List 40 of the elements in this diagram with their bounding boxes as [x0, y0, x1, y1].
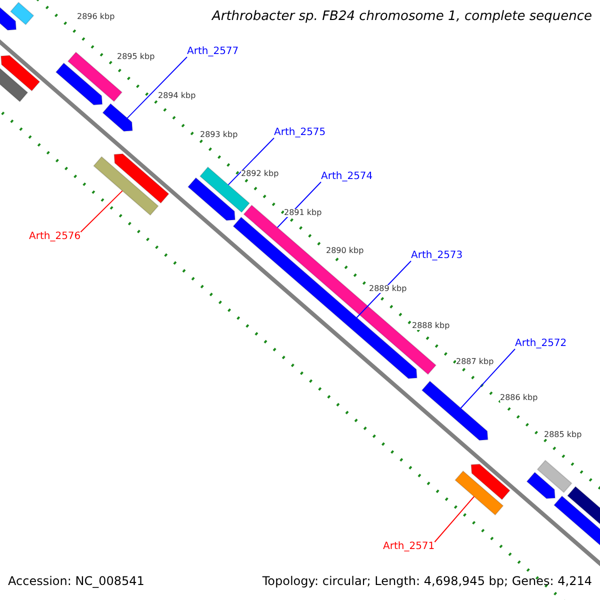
gene-block — [421, 380, 488, 441]
gene-block — [187, 177, 236, 221]
footer-text: Accession: NC_008541 — [8, 575, 144, 587]
scale-label: 2889 kbp — [369, 285, 407, 293]
leader-line — [434, 496, 475, 542]
footer-text: Topology: circular; Length: 4,698,945 bp; Genes: 4,214 — [262, 575, 592, 587]
leader-line — [228, 138, 274, 186]
scale-label: 2892 kbp — [241, 170, 279, 178]
gene-block — [0, 54, 40, 92]
scale-label: 2895 kbp — [117, 53, 155, 61]
gene-label: Arth_2572 — [515, 339, 567, 349]
gene-block — [536, 460, 572, 494]
title: Arthrobacter sp. FB24 chromosome 1, complete sequence — [212, 10, 592, 23]
gene-label: Arth_2576 — [29, 232, 81, 242]
gene-block — [55, 62, 103, 106]
leader-line — [80, 190, 123, 232]
gene-label: Arth_2571 — [383, 542, 435, 552]
scale-label: 2886 kbp — [500, 394, 538, 402]
leader-line — [126, 56, 188, 119]
scale-label: 2888 kbp — [412, 322, 450, 330]
leader-line — [460, 348, 516, 409]
gene-block — [526, 472, 556, 500]
leader-line — [356, 260, 412, 318]
gene-block — [102, 103, 133, 132]
gene-block — [93, 156, 159, 216]
scale-label: 2890 kbp — [326, 247, 364, 255]
gene-block — [470, 464, 510, 500]
gene-label: Arth_2573 — [411, 251, 463, 261]
scale-label: 2896 kbp — [77, 13, 115, 21]
gene-block — [10, 2, 34, 26]
gene-block — [114, 153, 170, 204]
scale-label: 2891 kbp — [284, 209, 322, 217]
gene-block — [454, 470, 504, 516]
gene-label: Arth_2575 — [274, 128, 326, 138]
scale-label: 2885 kbp — [544, 431, 582, 439]
scale-label: 2894 kbp — [158, 92, 196, 100]
scale-label: 2893 kbp — [200, 131, 238, 139]
gene-label: Arth_2574 — [321, 172, 373, 182]
gene-label: Arth_2577 — [187, 47, 239, 57]
scale-label: 2887 kbp — [456, 358, 494, 366]
